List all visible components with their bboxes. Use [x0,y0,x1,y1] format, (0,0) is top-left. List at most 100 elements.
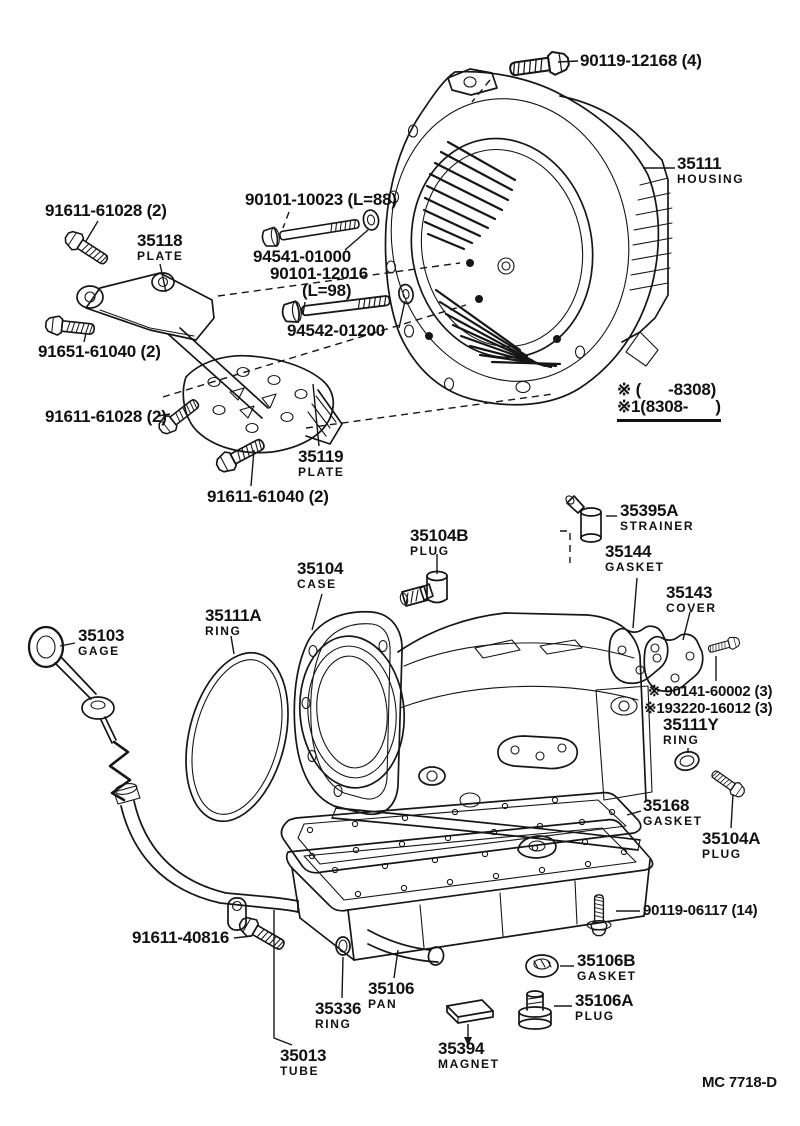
part-number: 35111 [677,154,722,173]
part-number: 35103 [78,626,125,645]
bolt-icon [507,48,571,82]
part-name: GAGE [78,644,120,659]
part-number: 35395A [620,501,679,520]
part-name: GASKET [605,560,665,575]
part-name: GASKET [643,814,703,829]
part-number: 35144 [605,542,652,561]
part-name: STRAINER [620,519,695,534]
plate-35118-drawing [76,272,269,419]
part-number: 91611-61028 (2) [45,201,167,220]
part-name: PLUG [575,1009,615,1024]
part-length: (L=98) [302,281,352,301]
part-name: RING [315,1017,352,1032]
collar-icon [398,283,414,305]
part-number: 35119 [298,447,344,466]
oring-35336-icon [335,936,351,956]
label-90101-10023: 90101-10023 (L=88) [245,190,397,209]
label-94541-01000: 94541-01000 [253,247,352,266]
note-line: ※ ( -8308) [617,380,717,399]
pan-gasket-drawing [280,791,642,874]
date-range-notes: ※ ( -8308) ※1(8308- ) [617,381,721,422]
part-name: CASE [297,577,337,592]
label-90119-06117: 90119-06117 (14) [643,902,758,919]
bolt-icon [586,894,612,937]
long-bolt-icon [260,213,362,249]
part-number: 35104B [410,526,469,545]
part-number: 35013 [280,1046,327,1065]
bolt-icon [44,314,96,340]
label-90119-12168: 90119-12168 (4) [580,51,702,70]
part-number: 35106A [575,991,634,1010]
bolt-icon [61,226,113,270]
part-name: PAN [368,997,398,1012]
bolt-icon [706,634,742,656]
label-93220-16012: ※193220-16012 (3) [644,700,773,717]
label-91651-61040: 91651-61040 (2) [38,342,161,361]
part-number: 90101-10023 (L=88) [245,190,397,209]
part-name: COVER [666,601,717,616]
bolt-icon [235,912,289,956]
housing-ribs-upper [422,140,517,251]
part-number: 94541-01000 [253,247,352,266]
washer-icon [362,209,380,231]
part-number: ※ 90141-60002 (3) [648,683,773,700]
part-number: 91611-61028 (2) [45,407,167,426]
part-number: 35106 [368,979,415,998]
label-90101-12016: 90101-12016(L=98) [270,265,368,300]
part-number: ※193220-16012 (3) [644,700,773,717]
part-name: RING [663,733,700,748]
housing-ribs-lower [434,288,562,369]
part-name: PLUG [410,544,450,559]
part-number: 94542-01200 [287,321,386,340]
part-name: TUBE [280,1064,320,1079]
strainer-icon [560,495,602,563]
part-number: 91611-40816 [132,928,230,947]
dipstick-gage-drawing [27,625,132,802]
part-name: PLUG [702,847,742,862]
oil-pan-drawing [285,818,654,966]
part-number: 35168 [643,796,690,815]
part-name: GASKET [577,969,637,984]
oring-35111A-icon [185,651,289,823]
part-name: PLATE [137,249,184,264]
label-94542-01200: 94542-01200 [287,321,386,340]
label-91611-40816: 91611-40816 [132,928,230,947]
part-number: 35111Y [663,715,719,734]
label-90141-60002: ※ 90141-60002 (3) [648,683,773,700]
figure-code: MC 7718-D [702,1074,777,1091]
gasket-washer-icon [525,954,559,978]
note-line: ※1(8308- ) [617,397,721,417]
bell-housing-drawing [384,68,673,406]
figure-code-text: MC 7718-D [702,1074,777,1091]
part-number: 91611-61040 (2) [207,487,329,506]
bolt-icon [212,433,269,477]
part-name: RING [205,624,242,639]
label-91611-61028-b: 91611-61028 (2) [45,407,167,426]
part-name: MAGNET [438,1057,500,1072]
filler-tube-drawing [113,783,299,931]
part-number: 90119-12168 (4) [580,51,702,70]
part-number: 35143 [666,583,713,602]
part-number: 90119-06117 (14) [643,902,758,919]
part-number: 91651-61040 (2) [38,342,161,361]
case-drawing [293,610,653,851]
part-name: HOUSING [677,172,745,187]
plug-icon [708,766,748,801]
